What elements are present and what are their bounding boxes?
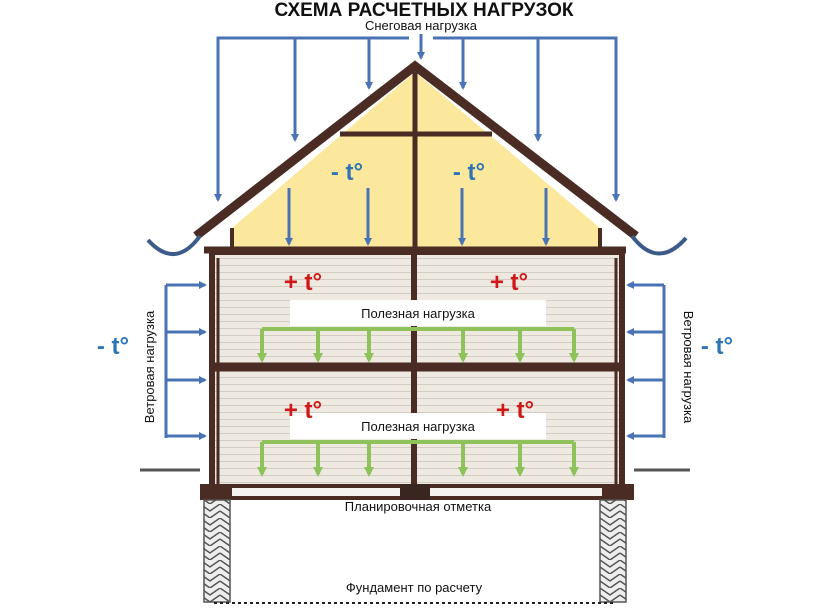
wind-arrows-left xyxy=(164,281,207,440)
attic-arrows xyxy=(285,188,550,246)
grade-mark-label: Планировочная отметка xyxy=(345,499,492,514)
attic-temp-left: - t° xyxy=(331,159,363,186)
wind-load-right-label: Ветровая нагрузка xyxy=(681,311,696,424)
pile-right xyxy=(599,499,627,603)
wind-load-left-label: Ветровая нагрузка xyxy=(142,310,157,423)
outside-temp-left: - t° xyxy=(97,333,129,360)
snow-load-arrows xyxy=(214,34,620,202)
useful-load-lower-box xyxy=(290,413,546,439)
floor1-temp-right: + t° xyxy=(496,397,534,424)
floor2-temp-right: + t° xyxy=(490,269,528,296)
diagram-title: СХЕМА РАСЧЕТНЫХ НАГРУЗОК xyxy=(274,0,573,21)
foundation-label: Фундамент по расчету xyxy=(346,580,483,595)
snow-load-label: Снеговая нагрузка xyxy=(365,18,478,33)
floor2-temp-left: + t° xyxy=(284,269,322,296)
outside-temp-right: - t° xyxy=(701,333,733,360)
pile-left xyxy=(203,499,231,603)
floor1-temp-left: + t° xyxy=(284,397,322,424)
base-slab xyxy=(140,468,690,500)
gutter-right xyxy=(630,234,688,256)
gutter-left xyxy=(146,234,202,257)
wind-arrows-right xyxy=(626,281,666,440)
attic-temp-right: - t° xyxy=(453,159,485,186)
useful-load-lower-label: Полезная нагрузка xyxy=(361,419,476,434)
useful-load-upper-arrows xyxy=(257,327,579,363)
house-walls xyxy=(209,249,625,490)
useful-load-upper-box xyxy=(290,300,546,326)
useful-load-upper-label: Полезная нагрузка xyxy=(361,306,476,321)
useful-load-lower-arrows xyxy=(257,440,579,477)
